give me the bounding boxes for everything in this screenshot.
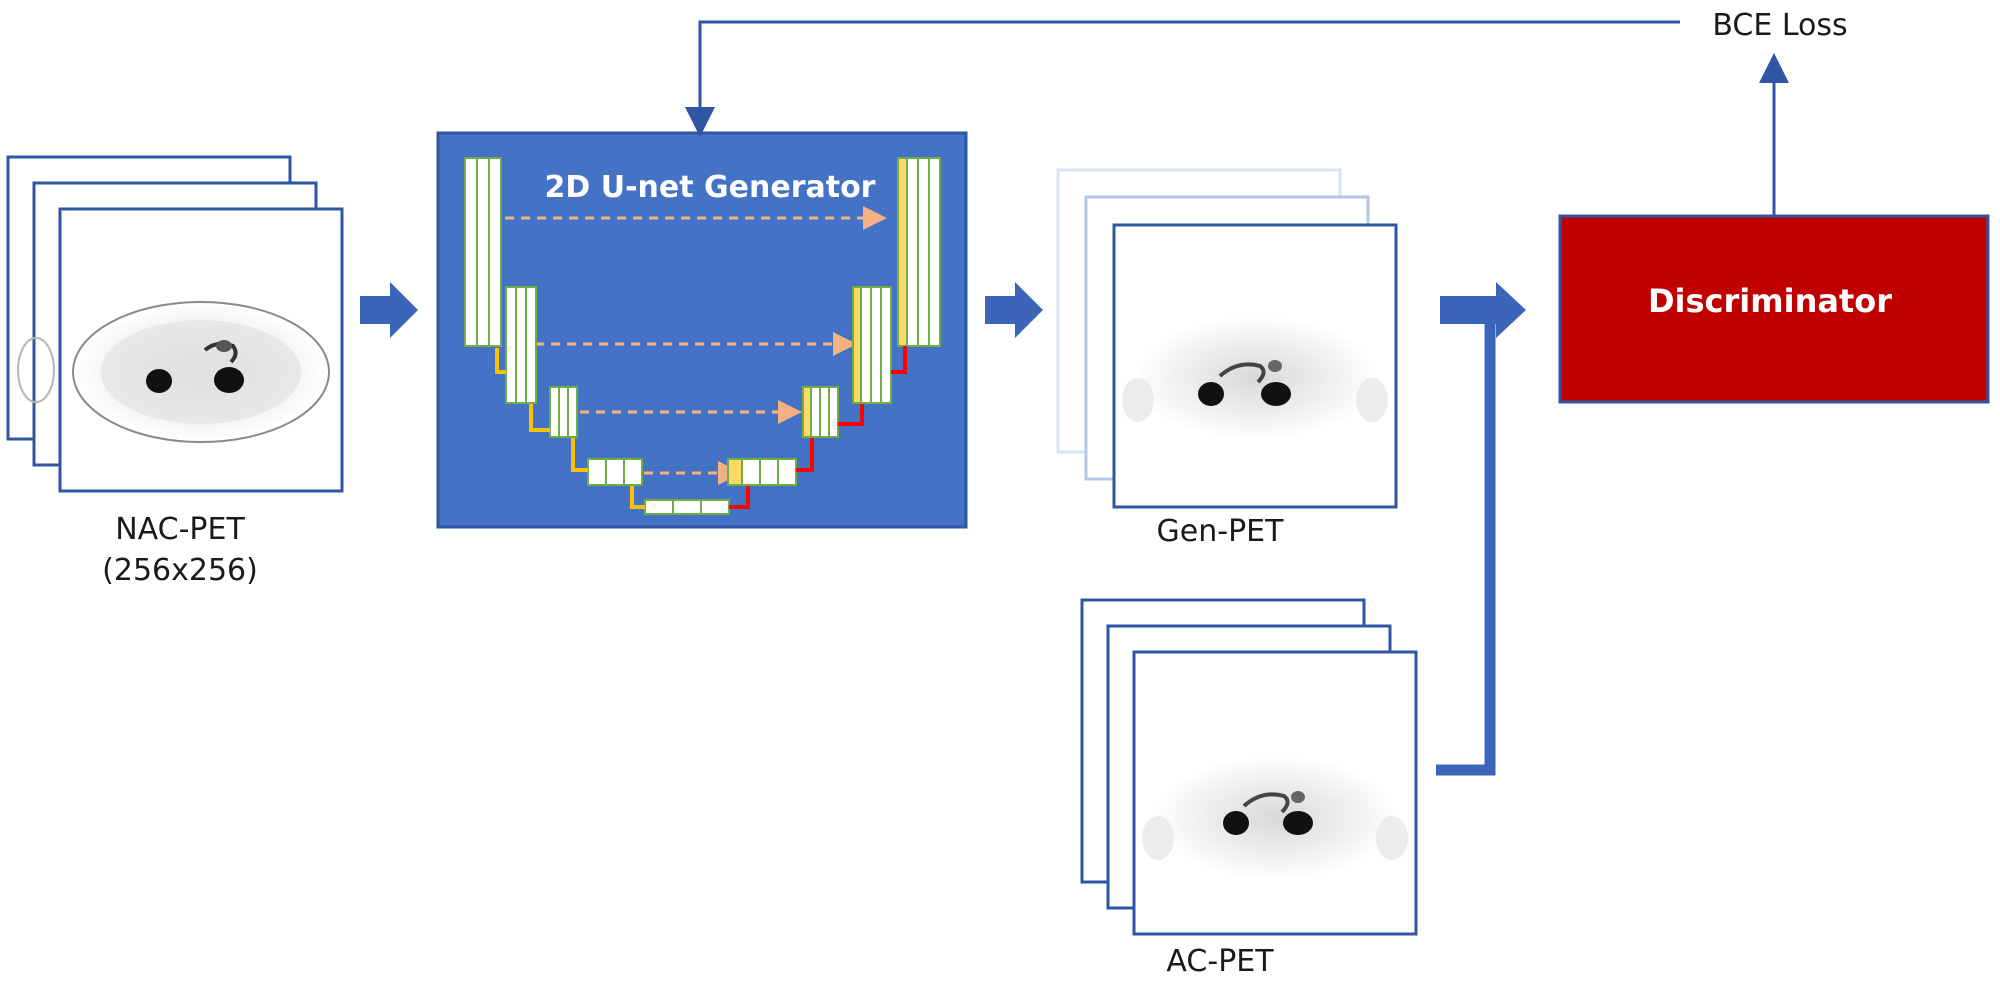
arrow-to-discriminator — [1440, 282, 1526, 338]
decoder-level-4 — [727, 458, 797, 486]
gen-pet-label: Gen-PET — [1156, 514, 1284, 549]
bottleneck — [644, 499, 730, 515]
bce-loss-label: BCE Loss — [1712, 8, 1848, 43]
ac-pet-label: AC-PET — [1166, 944, 1274, 979]
nac-pet-label-line1: NAC-PET — [115, 512, 245, 547]
arrow-nac-to-generator — [360, 282, 418, 338]
upsample-links — [729, 346, 907, 509]
encoder-level-3 — [549, 386, 578, 438]
generator-title: 2D U-net Generator — [544, 170, 876, 205]
nac-pet-scan-image — [17, 301, 330, 443]
encoder-level-4 — [587, 458, 643, 486]
decoder-level-2 — [852, 286, 892, 404]
nac-pet-label-line2: (256x256) — [102, 552, 258, 588]
gen-pet-scan-image — [1122, 316, 1388, 440]
encoder-level-2 — [505, 286, 537, 404]
arrow-generator-to-genpet — [985, 282, 1043, 338]
discriminator-title: Discriminator — [1647, 282, 1893, 320]
ac-pet-scan-image — [1142, 756, 1408, 880]
downsample-links — [495, 348, 645, 509]
encoder-level-1 — [464, 157, 502, 347]
ac-feed-line — [1436, 304, 1496, 776]
bce-feedback-line — [685, 20, 1680, 137]
decoder-level-1 — [897, 157, 941, 347]
nac-pet-stack — [6, 155, 344, 493]
ac-pet-stack — [1080, 598, 1418, 936]
decoder-level-3 — [802, 386, 839, 438]
gen-pet-stack — [1056, 168, 1398, 509]
nac-pet-label: NAC-PET (256x256) — [80, 510, 280, 591]
